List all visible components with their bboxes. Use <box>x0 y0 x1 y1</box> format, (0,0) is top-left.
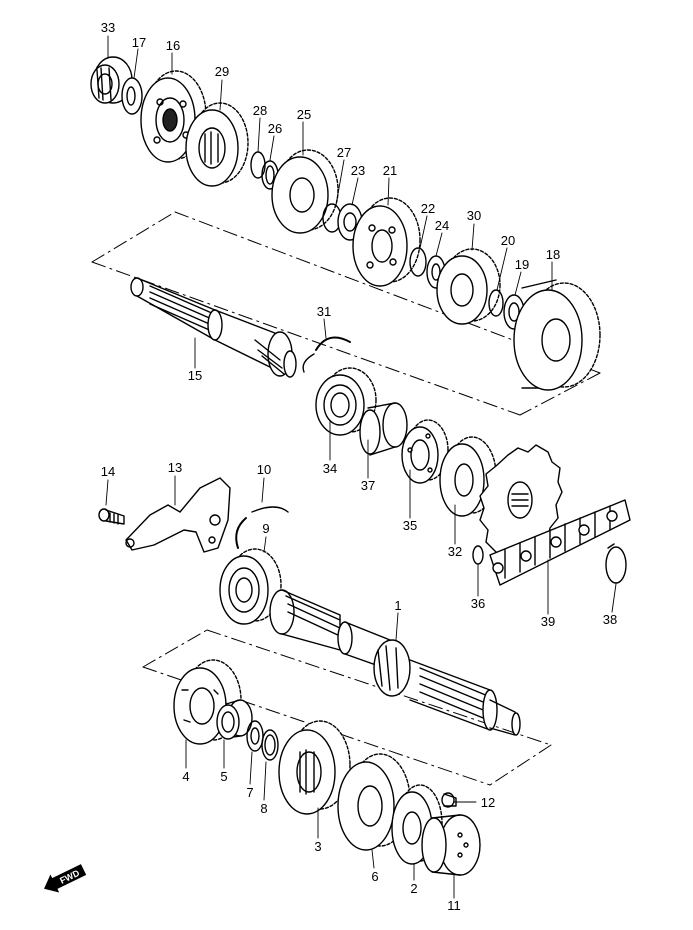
label-29: 29 <box>215 64 229 79</box>
label-25: 25 <box>297 107 311 122</box>
label-23: 23 <box>351 163 365 178</box>
part-13-plate <box>125 477 231 553</box>
part-35-oil-seal <box>401 419 449 484</box>
label-38: 38 <box>603 612 617 627</box>
label-33: 33 <box>101 20 115 35</box>
part-20-washer <box>488 289 504 317</box>
label-7: 7 <box>246 785 253 800</box>
part-29-gear <box>185 102 249 187</box>
label-37: 37 <box>361 478 375 493</box>
label-21: 21 <box>383 163 397 178</box>
label-32: 32 <box>448 544 462 559</box>
countershaft-group-outline <box>91 211 601 416</box>
label-8: 8 <box>260 801 267 816</box>
label-31: 31 <box>317 304 331 319</box>
label-17: 17 <box>132 35 146 50</box>
forward-arrow-icon: FWD <box>44 864 87 893</box>
part-15-countershaft <box>130 277 297 378</box>
part-12-bushing <box>441 792 457 808</box>
label-26: 26 <box>268 121 282 136</box>
label-5: 5 <box>220 769 227 784</box>
label-19: 19 <box>515 257 529 272</box>
part-17-washer <box>121 77 143 115</box>
part-5-bushing <box>216 699 253 740</box>
label-36: 36 <box>471 596 485 611</box>
part-39-drive-chain <box>489 499 631 586</box>
label-22: 22 <box>421 201 435 216</box>
part-21-gear <box>352 197 421 287</box>
part-25-gear <box>271 149 339 234</box>
label-28: 28 <box>253 103 267 118</box>
label-4: 4 <box>182 769 189 784</box>
part-1-driveshaft <box>269 589 521 736</box>
part-10-circlip <box>235 506 289 549</box>
part-30-gear <box>436 248 501 325</box>
label-34: 34 <box>323 461 337 476</box>
part-9-bearing <box>219 548 282 625</box>
part-7-washer <box>246 720 264 752</box>
label-39: 39 <box>541 614 555 629</box>
part-8-circlip <box>261 729 279 761</box>
label-13: 13 <box>168 460 182 475</box>
part-14-bolt <box>98 508 125 525</box>
leader-lines <box>105 35 617 899</box>
label-24: 24 <box>435 218 449 233</box>
label-16: 16 <box>166 38 180 53</box>
label-6: 6 <box>371 869 378 884</box>
part-18-gear <box>513 279 601 391</box>
label-14: 14 <box>101 464 115 479</box>
label-1: 1 <box>394 598 401 613</box>
label-20: 20 <box>501 233 515 248</box>
part-3-gear <box>278 720 351 815</box>
part-labels: 33 17 16 29 28 26 25 27 23 21 22 24 30 2… <box>101 20 617 913</box>
part-37-spacer <box>359 402 408 456</box>
label-3: 3 <box>314 839 321 854</box>
label-35: 35 <box>403 518 417 533</box>
part-31-circlip <box>302 336 351 373</box>
part-22-washer <box>409 247 427 277</box>
label-15: 15 <box>188 368 202 383</box>
label-9: 9 <box>262 521 269 536</box>
label-2: 2 <box>410 881 417 896</box>
label-12: 12 <box>481 795 495 810</box>
part-28-washer <box>250 151 266 179</box>
label-11: 11 <box>447 898 461 913</box>
label-10: 10 <box>257 462 271 477</box>
label-30: 30 <box>467 208 481 223</box>
part-36-washer <box>472 545 484 565</box>
label-27: 27 <box>337 145 351 160</box>
label-18: 18 <box>546 247 560 262</box>
part-11-hub <box>421 814 481 876</box>
part-38-chain-clip <box>605 543 627 584</box>
